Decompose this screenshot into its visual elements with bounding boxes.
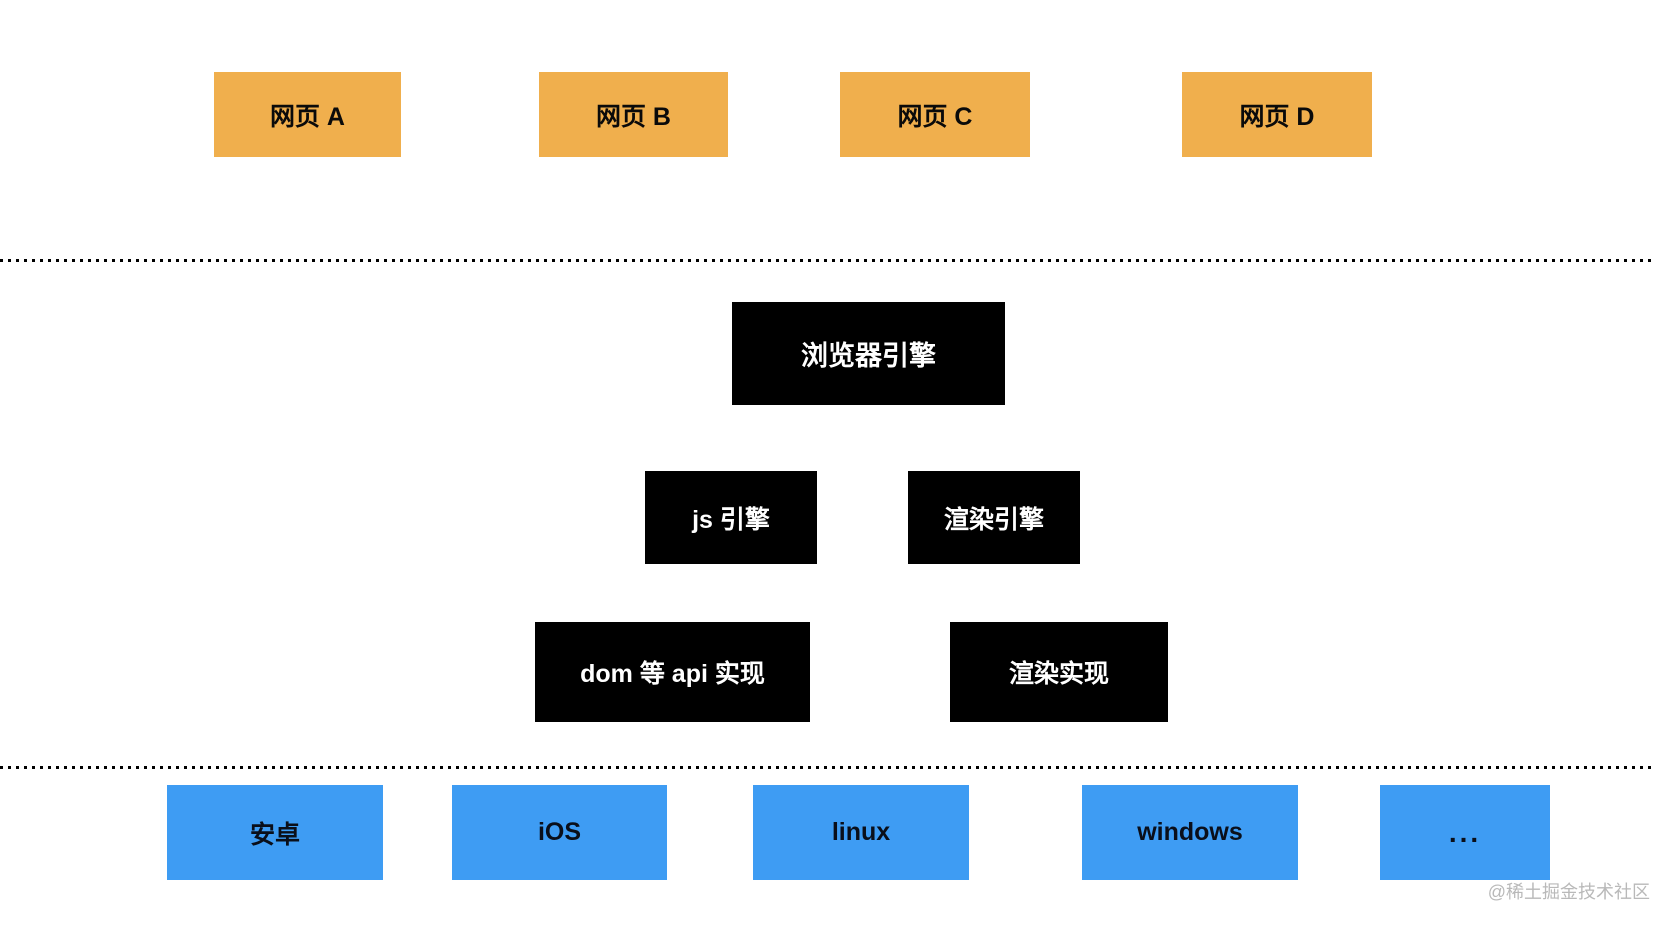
webpage-b-label: 网页 B (595, 102, 671, 131)
js-engine-label: js 引擎 (692, 505, 770, 534)
render-impl-box: 渲染实现 (950, 622, 1168, 722)
browser-engine-label: 浏览器引擎 (801, 341, 936, 371)
dom-api-impl-box: dom 等 api 实现 (535, 622, 810, 722)
js-engine-box: js 引擎 (645, 471, 817, 564)
webpage-b-box: 网页 B (539, 72, 728, 157)
platform-ios-label: iOS (537, 818, 582, 846)
platform-linux-label: linux (831, 818, 891, 846)
layer-separator-top (0, 259, 1656, 262)
platform-android-label: 安卓 (249, 820, 300, 849)
watermark: @稀土掘金技术社区 (1487, 882, 1650, 902)
platform-android-box: 安卓 (167, 785, 383, 880)
layer-separator-bottom (0, 766, 1656, 769)
platform-windows-box: windows (1082, 785, 1298, 880)
platform-others-label: ... (1448, 816, 1482, 848)
webpage-d-box: 网页 D (1182, 72, 1372, 157)
webpage-c-label: 网页 C (897, 102, 973, 131)
webpage-c-box: 网页 C (840, 72, 1030, 157)
render-impl-label: 渲染实现 (1008, 660, 1109, 688)
dom-api-impl-label: dom 等 api 实现 (580, 660, 765, 688)
render-engine-box: 渲染引擎 (908, 471, 1080, 564)
platform-ios-box: iOS (452, 785, 667, 880)
render-engine-label: 渲染引擎 (943, 505, 1044, 534)
webpage-a-label: 网页 A (269, 102, 345, 131)
webpage-a-box: 网页 A (214, 72, 401, 157)
webpage-d-label: 网页 D (1239, 102, 1315, 131)
platform-others-box: ... (1380, 785, 1550, 880)
browser-engine-box: 浏览器引擎 (732, 302, 1005, 405)
platform-windows-label: windows (1137, 818, 1243, 846)
platform-linux-box: linux (753, 785, 969, 880)
